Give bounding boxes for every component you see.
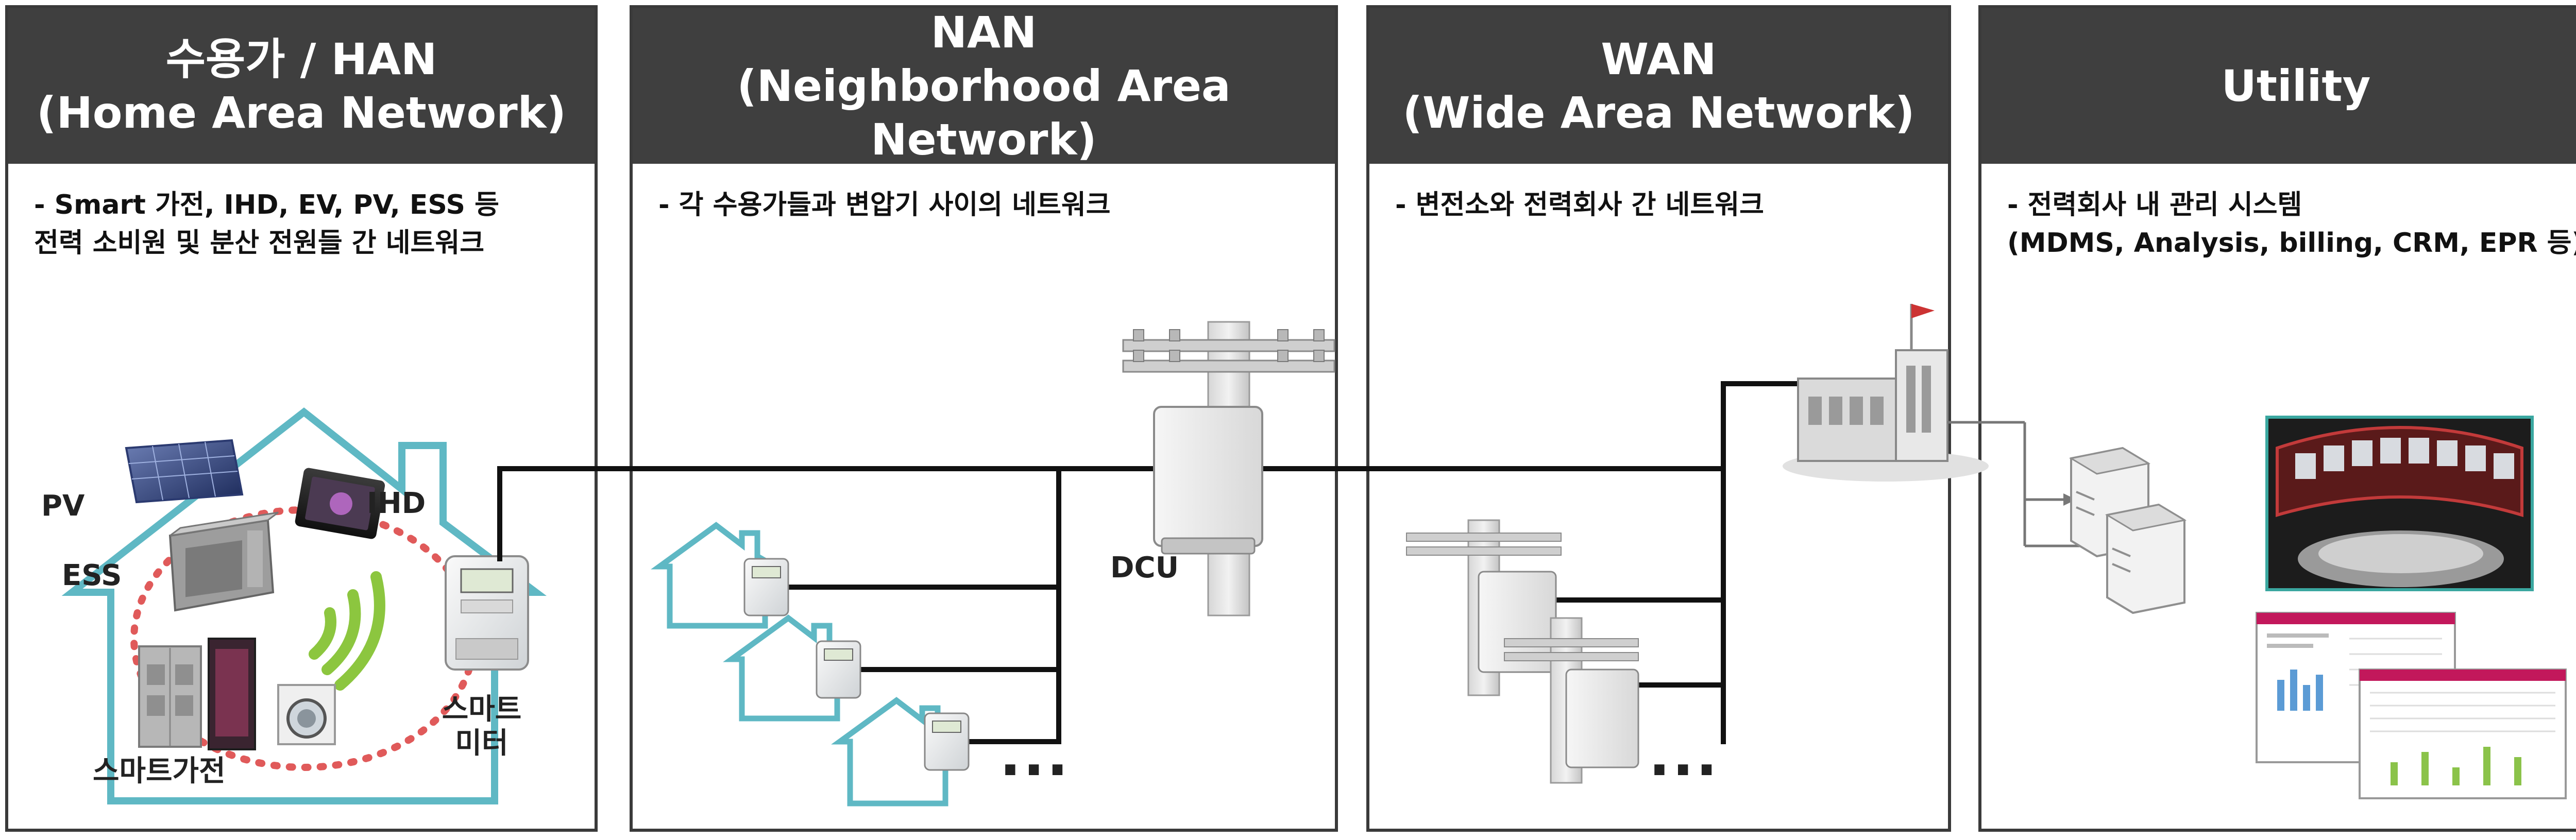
- label-smart-meter: 스마트 미터: [438, 693, 526, 761]
- wan-pole-icon-2: [1504, 617, 1639, 784]
- refrigerator-icon: [138, 645, 202, 748]
- wireless-signal-icon: [309, 571, 385, 691]
- panel-description-wan: - 변전소와 전력회사 간 네트워크: [1395, 186, 1938, 224]
- ellipsis-wan: ···: [1649, 737, 1720, 803]
- desc-line: 전력 소비원 및 분산 전원들 간 네트워크: [34, 228, 485, 259]
- ess-cabinet-icon: [168, 511, 279, 612]
- label-smart-appliance: 스마트가전: [93, 755, 226, 788]
- desc-line: - 변전소와 전력회사 간 네트워크: [1395, 190, 1764, 220]
- arrow-head: [2063, 493, 2076, 506]
- panel-subtitle: (Neighborhood Area Network): [737, 61, 1231, 165]
- house-meter-icon-2: [816, 640, 861, 699]
- label-dcu: DCU: [1110, 551, 1179, 585]
- dashboard-screenshot-2: [2359, 668, 2567, 799]
- label-ess: ESS: [62, 559, 122, 592]
- panel-header-han: 수용가 / HAN (Home Area Network): [8, 8, 595, 164]
- panel-title: WAN: [1601, 34, 1717, 84]
- desc-line: - 각 수용가들과 변압기 사이의 네트워크: [658, 190, 1111, 220]
- panel-subtitle: (Home Area Network): [37, 88, 566, 138]
- panel-description-han: - Smart 가전, IHD, EV, PV, ESS 등 전력 소비원 및 …: [34, 186, 584, 262]
- utility-building-icon: [1783, 304, 1989, 482]
- panel-header-utility: Utility: [1981, 8, 2576, 164]
- server-icon-2: [2105, 503, 2187, 614]
- label-pv: PV: [41, 489, 85, 523]
- panel-han: 수용가 / HAN (Home Area Network) - Smart 가전…: [5, 5, 598, 832]
- desc-line: - Smart 가전, IHD, EV, PV, ESS 등: [34, 190, 499, 220]
- panel-title: NAN: [930, 7, 1037, 58]
- panel-description-utility: - 전력회사 내 관리 시스템 (MDMS, Analysis, billing…: [2007, 186, 2576, 262]
- dcu-pole-icon: [1122, 321, 1335, 616]
- panel-header-wan: WAN (Wide Area Network): [1369, 8, 1948, 164]
- control-room-image: [2265, 416, 2534, 591]
- panel-description-nan: - 각 수용가들과 변압기 사이의 네트워크: [658, 186, 1325, 224]
- house-meter-icon-1: [743, 558, 789, 616]
- panel-header-nan: NAN (Neighborhood Area Network): [633, 7, 1335, 165]
- washing-machine-icon: [277, 684, 336, 745]
- desc-line: - 전력회사 내 관리 시스템: [2007, 190, 2302, 220]
- ellipsis-nan: ···: [999, 737, 1071, 803]
- house-meter-icon-3: [924, 712, 970, 771]
- label-ihd: IHD: [367, 487, 426, 520]
- panel-title: 수용가 / HAN: [165, 34, 437, 84]
- pv-panel-icon: [125, 439, 244, 504]
- wine-cabinet-icon: [208, 638, 256, 750]
- panel-subtitle: (Wide Area Network): [1402, 88, 1915, 138]
- label-smart-meter-line2: 미터: [455, 727, 509, 760]
- label-smart-meter-line1: 스마트: [442, 693, 522, 726]
- connection-lines: [497, 381, 1803, 744]
- wan-pole-icon-1: [1406, 519, 1562, 696]
- desc-line: (MDMS, Analysis, billing, CRM, EPR 등): [2007, 228, 2576, 259]
- panel-title: Utility: [2221, 61, 2371, 111]
- ihd-device-icon: [295, 468, 385, 539]
- smart-meter-icon: [445, 555, 529, 671]
